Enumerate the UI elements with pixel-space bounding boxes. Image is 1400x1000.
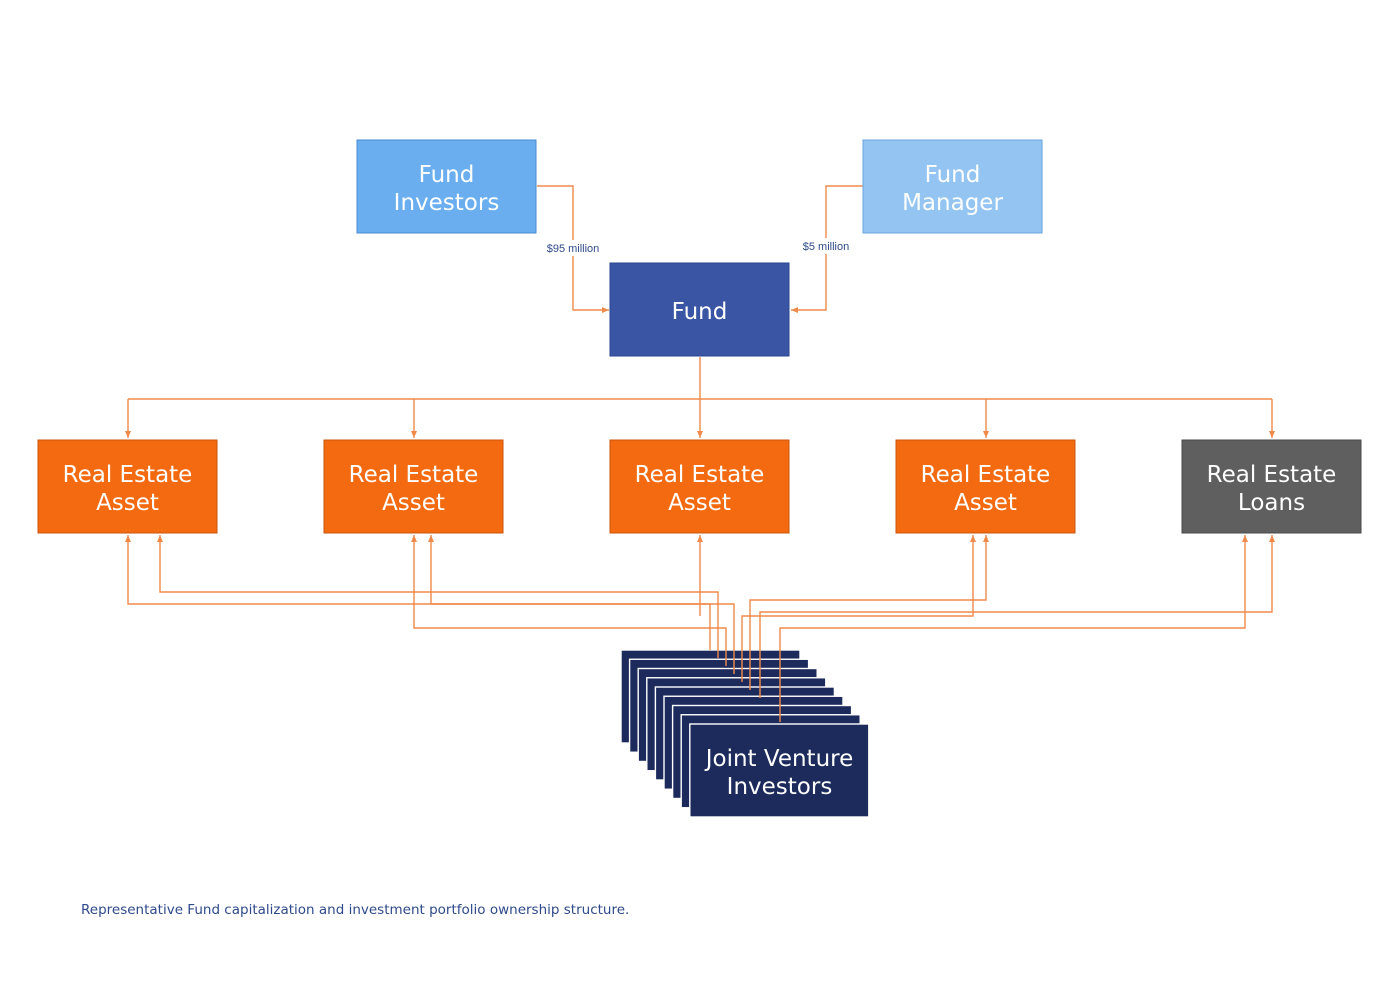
jv-to-loans-connector-b <box>779 535 1248 722</box>
jv-investors-box-front <box>689 723 870 818</box>
jv-connector-lines <box>125 535 1275 722</box>
fund-manager-label-line2: Manager <box>902 190 1003 216</box>
jv-investors-stack <box>620 649 870 818</box>
jv-investors-node: Joint Venture Investors <box>704 746 854 800</box>
jv-to-asset-1-connector-a <box>125 535 711 650</box>
real-estate-asset-node-4: Real Estate Asset <box>895 439 1076 534</box>
real-estate-loans-node: Real Estate Loans <box>1181 439 1362 534</box>
asset-2-label-line1: Real Estate <box>349 462 479 488</box>
fund-manager-node: Fund Manager <box>862 139 1043 234</box>
fund-investors-label-line2: Investors <box>394 190 500 216</box>
figure-caption: Representative Fund capitalization and i… <box>81 902 630 918</box>
asset-4-label-line2: Asset <box>954 490 1017 516</box>
fund-investors-node: Fund Investors <box>356 139 537 234</box>
fund-investors-label-line1: Fund <box>419 162 475 188</box>
asset-3-label-line2: Asset <box>668 490 731 516</box>
asset-2-label-line2: Asset <box>382 490 445 516</box>
manager-amount-label: $5 million <box>803 241 849 253</box>
real-estate-asset-node-1: Real Estate Asset <box>37 439 218 534</box>
jv-to-asset-4-connector-a <box>741 535 976 682</box>
asset-3-label-line1: Real Estate <box>635 462 765 488</box>
jv-investors-label-line1: Joint Venture <box>704 746 854 772</box>
investors-amount-label: $95 million <box>547 243 600 255</box>
asset-4-label-line1: Real Estate <box>921 462 1051 488</box>
real-estate-asset-node-3: Real Estate Asset <box>609 439 790 534</box>
fund-manager-label-line1: Fund <box>925 162 981 188</box>
loans-label-line1: Real Estate <box>1207 462 1337 488</box>
jv-to-asset-4-connector-b <box>749 535 989 690</box>
connector-lines <box>125 185 1275 438</box>
flow-labels: $95 million $5 million <box>540 238 855 256</box>
jv-to-asset-1-connector-b <box>157 535 719 658</box>
jv-to-loans-connector-a <box>759 535 1275 698</box>
loans-label-line2: Loans <box>1238 490 1305 516</box>
asset-1-label-line2: Asset <box>96 490 159 516</box>
real-estate-asset-node-2: Real Estate Asset <box>323 439 504 534</box>
jv-investors-label-line2: Investors <box>727 774 833 800</box>
asset-1-label-line1: Real Estate <box>63 462 193 488</box>
jv-to-asset-2-connector-a <box>411 535 727 666</box>
jv-to-asset-2-connector-b <box>428 535 735 674</box>
fund-label: Fund <box>672 299 728 325</box>
fund-node: Fund <box>609 262 790 357</box>
